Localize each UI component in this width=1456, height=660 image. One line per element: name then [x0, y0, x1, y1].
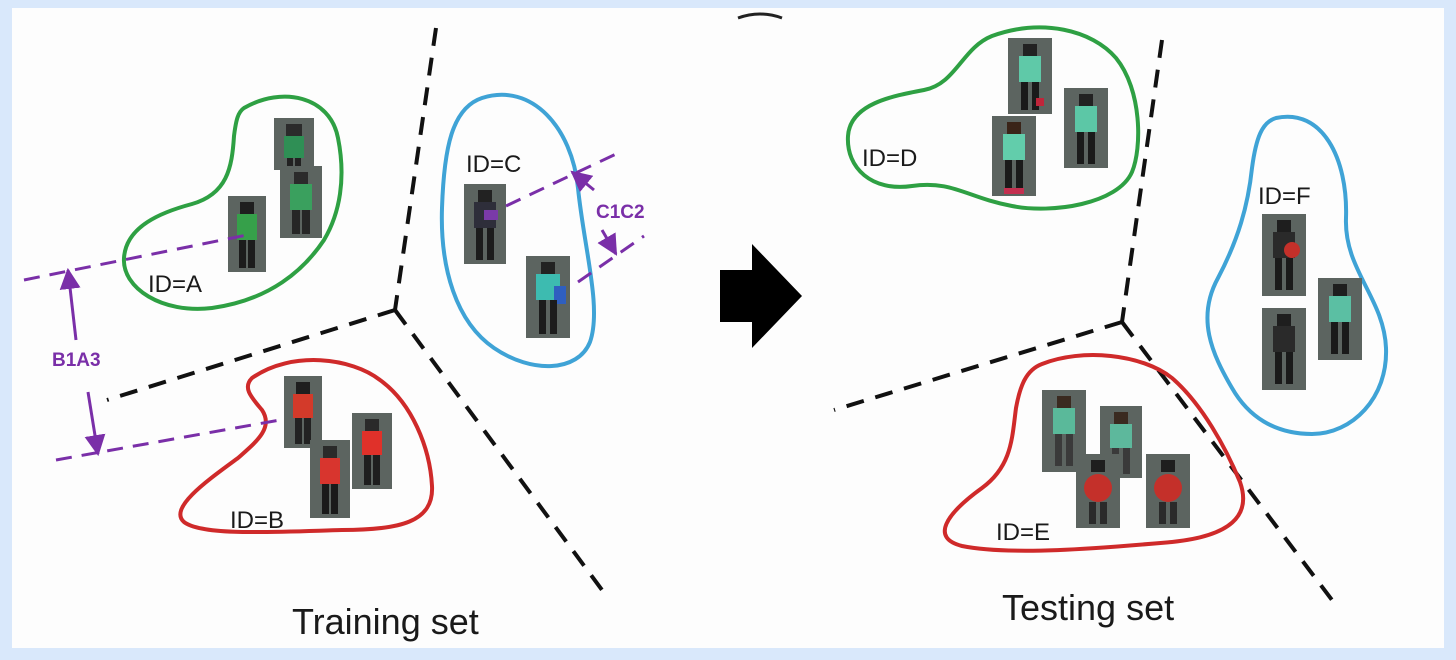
training-boundaries — [106, 27, 604, 592]
training-boundary-left — [106, 308, 396, 402]
cluster-a-label: ID=A — [148, 271, 202, 298]
person-photo-e4 — [1146, 454, 1190, 528]
distance-line-a3 — [23, 232, 253, 282]
person-photo-c1 — [464, 184, 506, 264]
cluster-f-outline — [1205, 114, 1389, 437]
training-set-caption: Training set — [292, 601, 479, 642]
person-photo-a2 — [280, 166, 322, 238]
person-photo-f1 — [1262, 214, 1306, 296]
person-photo-b2 — [352, 413, 392, 489]
distance-arrow-b1a3-up — [59, 267, 81, 341]
distance-line-c2 — [577, 234, 645, 284]
distance-label-c1c2: C1C2 — [596, 202, 645, 223]
cluster-e-outline — [942, 353, 1246, 553]
testing-boundary-left — [833, 320, 1123, 412]
distance-arrow-b1a3-down — [84, 391, 106, 457]
cluster-c-outline — [439, 92, 597, 368]
testing-boundary-top — [1120, 39, 1164, 323]
person-photo-b3 — [310, 440, 350, 518]
testing-set-caption: Testing set — [1002, 587, 1174, 628]
person-photo-a3 — [228, 196, 266, 272]
cluster-a-outline — [121, 94, 344, 311]
reid-diagram: ID=A ID=B ID=C — [23, 12, 1389, 642]
right-arrow-icon — [720, 244, 802, 348]
distance-line-c1 — [505, 152, 617, 208]
cluster-f-label: ID=F — [1258, 183, 1311, 210]
cluster-d-outline — [845, 25, 1141, 211]
diagram-canvas: ID=A ID=B ID=C — [12, 8, 1444, 648]
testing-boundaries — [833, 39, 1334, 602]
distance-label-b1a3: B1A3 — [52, 350, 101, 371]
person-photo-b1 — [284, 376, 322, 448]
person-photo-c2 — [526, 256, 570, 338]
cluster-c-label: ID=C — [466, 151, 521, 178]
person-photo-d1 — [1008, 38, 1052, 114]
cluster-b-outline — [178, 358, 435, 535]
person-photo-d2 — [1064, 88, 1108, 168]
distance-line-b1 — [55, 418, 281, 462]
person-photo-e3 — [1076, 454, 1120, 528]
person-photo-d3 — [992, 116, 1036, 196]
person-photo-a1 — [274, 118, 314, 170]
cluster-d-label: ID=D — [862, 145, 917, 172]
person-photo-f3 — [1262, 308, 1306, 390]
cluster-e-label: ID=E — [996, 519, 1050, 546]
top-edge-glyph — [737, 12, 783, 20]
training-boundary-top — [393, 27, 438, 311]
distance-arrow-c1c2-up — [570, 170, 595, 193]
person-photo-f2 — [1318, 278, 1362, 360]
distance-arrow-c1c2-down — [597, 229, 618, 256]
cluster-b-label: ID=B — [230, 507, 284, 534]
